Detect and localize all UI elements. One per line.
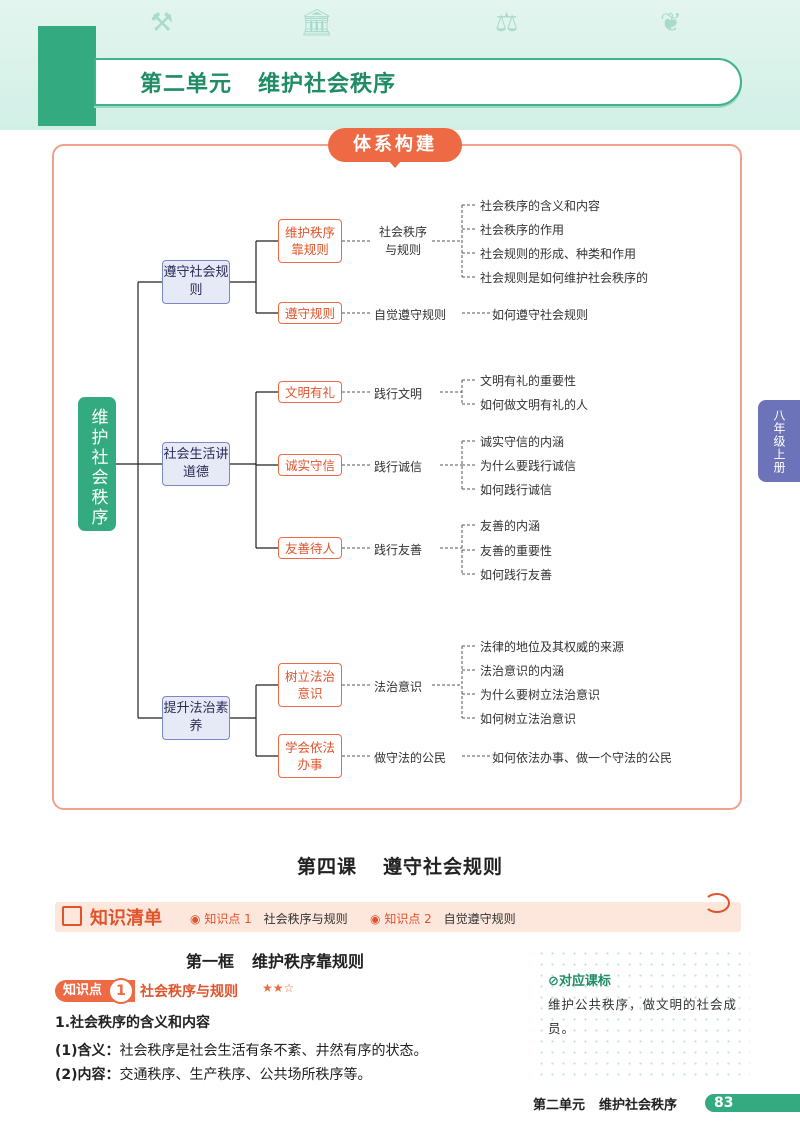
mid-kindness: 践行友善 (374, 543, 423, 557)
p1-text: 社会秩序是社会生活有条不紊、井然有序的状态。 (119, 1043, 428, 1059)
lesson-number: 第四课 (296, 856, 357, 878)
curriculum-sidebox (536, 948, 750, 1083)
checkbox-icon (62, 906, 82, 926)
l2-node-order: 维护秩序靠规则 (278, 219, 342, 263)
l2-node-lawful-action: 学会依法办事 (278, 734, 342, 778)
mindmap-root: 维护社会秩序 (78, 397, 116, 531)
leaf-item: 法律的地位及其权威的来源 (480, 640, 625, 654)
leaf-item: 社会规则的形成、种类和作用 (480, 247, 637, 261)
p2-text: 交通秩序、生产秩序、公共场所秩序等。 (119, 1067, 372, 1083)
l2-node-obey: 遵守规则 (278, 302, 342, 324)
mid-law-awareness: 法治意识 (374, 680, 423, 694)
leaf-item: 社会秩序的含义和内容 (480, 199, 601, 213)
leaf-item: 如何做文明有礼的人 (480, 398, 589, 412)
leaf-icon: ❦ (660, 8, 682, 38)
l1-node-morality: 社会生活讲道德 (162, 442, 230, 486)
section-title: 第一框维护秩序靠规则 (186, 948, 364, 972)
unit-banner (94, 58, 742, 106)
link-icon: ⊘ (548, 974, 559, 989)
p1-label: (1)含义： (55, 1043, 120, 1059)
leaf-item: 友善的内涵 (480, 519, 541, 533)
star-rating: ★★☆ (262, 981, 295, 995)
footer-unit-number: 第二单元 (533, 1098, 586, 1113)
content-paragraph-1: (1)含义：社会秩序是社会生活有条不紊、井然有序的状态。 (55, 1040, 428, 1060)
kp2-label: 知识点 2 (384, 912, 432, 926)
l2-node-civility: 文明有礼 (278, 381, 342, 403)
panel-title: 体系构建 (328, 128, 462, 162)
kp1-text: 社会秩序与规则 (263, 912, 348, 926)
l1-node-rules: 遵守社会规则 (162, 260, 230, 304)
leaf-item: 社会规则是如何维护社会秩序的 (480, 271, 649, 285)
leaf-item: 文明有礼的重要性 (480, 374, 577, 388)
leaf-item: 如何树立法治意识 (480, 712, 577, 726)
footer-unit-name: 维护社会秩序 (599, 1098, 678, 1113)
leaf-item: 如何遵守社会规则 (492, 308, 589, 322)
scales-icon: ⚖ (495, 8, 519, 38)
l2-node-honesty: 诚实守信 (278, 454, 342, 476)
mid-lawful-citizen: 做守法的公民 (374, 751, 447, 765)
footer-unit: 第二单元维护社会秩序 (533, 1094, 677, 1113)
grade-side-tab[interactable]: 八年级上册 (758, 400, 800, 482)
content-paragraph-2: (2)内容：交通秩序、生产秩序、公共场所秩序等。 (55, 1064, 372, 1084)
knowledge-bar-title: 知识清单 (90, 908, 162, 929)
section-name: 维护秩序靠规则 (252, 952, 365, 971)
section-number: 第一框 (186, 952, 235, 971)
kp1-label: 知识点 1 (204, 912, 252, 926)
panel-title-pointer (388, 160, 402, 168)
mid-civility: 践行文明 (374, 387, 423, 401)
swirl-icon (704, 893, 730, 913)
leaf-item: 法治意识的内涵 (480, 664, 565, 678)
knowledge-point-1[interactable]: ◉ 知识点 1 社会秩序与规则 (190, 912, 348, 926)
page-number-bar (705, 1094, 800, 1112)
sidebox-text: 维护公共秩序，做文明的社会成员。 (548, 997, 738, 1036)
leaf-item: 如何践行诚信 (480, 483, 553, 497)
building-icon: 🏛 (300, 8, 334, 38)
leaf-item: 如何践行友善 (480, 568, 553, 582)
unit-title: 第二单元维护社会秩序 (140, 66, 396, 98)
gavel-icon: ⚒ (150, 8, 174, 38)
leaf-item: 友善的重要性 (480, 544, 553, 558)
kp-number: 1 (108, 978, 134, 1004)
unit-green-bar (38, 26, 96, 126)
knowledge-point-2[interactable]: ◉ 知识点 2 自觉遵守规则 (370, 912, 516, 926)
leaf-item: 社会秩序的作用 (480, 223, 565, 237)
kp2-text: 自觉遵守规则 (443, 912, 516, 926)
mid-honesty: 践行诚信 (374, 460, 423, 474)
lesson-name: 遵守社会规则 (383, 856, 504, 878)
sidebox-title-text: 对应课标 (558, 974, 611, 989)
kp-title: 社会秩序与规则 (140, 984, 238, 1000)
leaf-item: 为什么要树立法治意识 (480, 688, 601, 702)
l2-node-rule-of-law: 树立法治意识 (278, 663, 342, 707)
l2-node-kindness: 友善待人 (278, 537, 342, 559)
mid-obey-rules: 自觉遵守规则 (374, 308, 447, 322)
leaf-item: 诚实守信的内涵 (480, 435, 565, 449)
mid-order-rules: 社会秩序与规则 (378, 225, 427, 257)
unit-number: 第二单元 (140, 72, 233, 97)
lesson-title: 第四课 遵守社会规则 (0, 852, 800, 879)
leaf-item: 为什么要践行诚信 (480, 459, 577, 473)
leaf-item: 如何依法办事、做一个守法的公民 (492, 751, 673, 765)
p2-label: (2)内容： (55, 1067, 120, 1083)
content-heading: 1.社会秩序的含义和内容 (55, 1015, 211, 1031)
l1-node-law: 提升法治素养 (162, 696, 230, 740)
page-number: 83 (714, 1095, 734, 1111)
sidebox-title: ⊘对应课标 (548, 970, 611, 989)
unit-name: 维护社会秩序 (258, 72, 397, 97)
knowledge-bar (55, 902, 741, 932)
